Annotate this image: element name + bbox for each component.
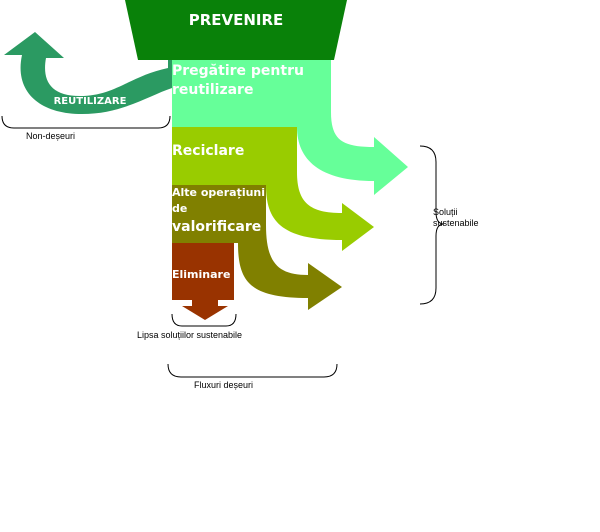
recycling-label: Reciclare: [172, 143, 244, 159]
preparing-label-line2: reutilizare: [172, 82, 253, 98]
other-recovery-line3: valorificare: [172, 219, 261, 235]
reuse-label: REUTILIZARE: [54, 96, 127, 107]
preparing-reuse-flow: [172, 60, 408, 195]
sustainable-label-line1: Soluții: [433, 207, 458, 217]
disposal-label: Eliminare: [172, 268, 230, 281]
disposal-arrow: [182, 300, 228, 320]
non-waste-bracket: [1, 115, 171, 129]
no-sustainable-label: Lipsa soluțiilor sustenabile: [137, 330, 242, 340]
preparing-label-line1: Pregătire pentru: [172, 63, 304, 79]
prevention-label: PREVENIRE: [189, 11, 284, 29]
other-recovery-flow: [172, 185, 342, 310]
prevention-trapezoid: [125, 0, 347, 60]
disposal-box: [172, 243, 234, 300]
sustainable-brace: [419, 145, 445, 305]
non-waste-label: Non-deșeuri: [26, 131, 75, 141]
reuse-arrow: [4, 32, 172, 114]
sustainable-label-line2: sustenabile: [433, 218, 479, 228]
other-recovery-line1: Alte operațiuni: [172, 186, 265, 199]
no-sustainable-bracket: [171, 313, 237, 327]
other-recovery-line2: de: [172, 202, 187, 215]
waste-flows-label: Fluxuri deșeuri: [194, 380, 253, 390]
recycling-flow: [172, 127, 374, 251]
waste-flows-bracket: [167, 363, 338, 378]
